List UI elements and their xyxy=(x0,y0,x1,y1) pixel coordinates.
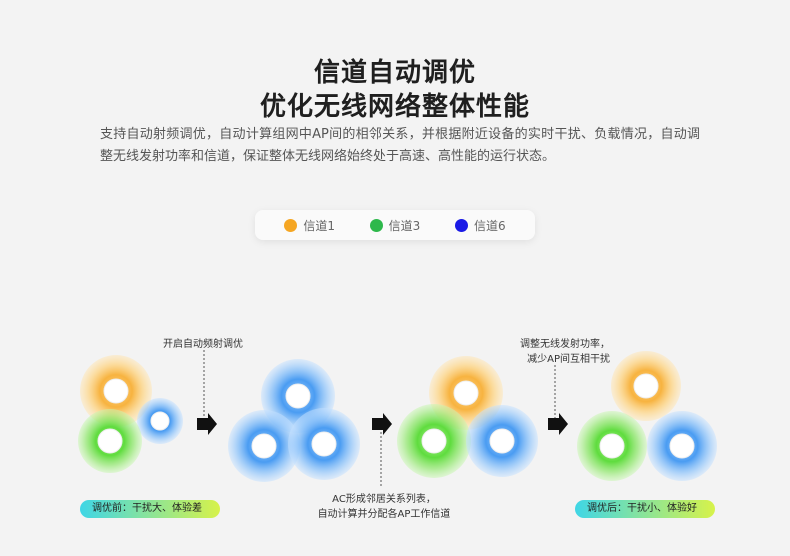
ap-device-icon xyxy=(150,411,170,431)
ap-device-icon xyxy=(251,433,277,459)
legend-label: 信道6 xyxy=(474,218,506,233)
after-badge: 调优后：干扰小、体验好 xyxy=(575,500,715,518)
ap-group-before xyxy=(78,355,183,473)
step1-note: 开启自动频射调优 xyxy=(163,339,243,350)
before-badge: 调优前：干扰大、体验差 xyxy=(80,500,220,518)
ap-device-icon xyxy=(311,431,337,457)
arrow-right-icon xyxy=(372,413,392,435)
ap-device-icon xyxy=(103,378,129,404)
ap-group-all-blue xyxy=(228,359,360,482)
orange-dot-icon xyxy=(284,218,298,232)
arrow-right-icon xyxy=(548,413,568,435)
step3-note-line2: 减少AP间互相干扰 xyxy=(527,354,610,365)
ap-device-icon xyxy=(97,428,123,454)
ap-group-assigned xyxy=(397,356,538,478)
green-dot-icon xyxy=(369,218,383,232)
page-title-line1: 信道自动调优 xyxy=(313,58,476,88)
blue-dot-icon xyxy=(455,218,468,232)
ap-device-icon xyxy=(489,428,515,454)
ap-device-icon xyxy=(285,383,311,409)
arrow-right-icon xyxy=(197,413,217,435)
description-text: 支持自动射频调优，自动计算组网中AP间的相邻关系，并根据附近设备的实时干扰、负载… xyxy=(100,127,700,164)
ap-device-icon xyxy=(453,380,479,406)
channel-legend: 信道1 信道3 信道6 xyxy=(255,210,535,240)
ap-device-icon xyxy=(599,433,625,459)
legend-label: 信道1 xyxy=(303,218,335,233)
step3-note-line1: 调整无线发射功率， xyxy=(520,339,610,350)
ap-device-icon xyxy=(669,433,695,459)
page-title-line2: 优化无线网络整体性能 xyxy=(259,92,530,122)
legend-label: 信道3 xyxy=(388,218,421,233)
ap-group-after xyxy=(577,351,717,481)
ap-device-icon xyxy=(421,428,447,454)
step2-note-line2: 自动计算并分配各AP工作信道 xyxy=(317,509,451,520)
legend-item-channel6: 信道6 xyxy=(455,217,506,234)
legend-item-channel3: 信道3 xyxy=(369,217,421,234)
step2-note-line1: AC形成邻居关系列表， xyxy=(332,494,436,505)
ap-device-icon xyxy=(633,373,659,399)
legend-item-channel1: 信道1 xyxy=(284,217,335,234)
